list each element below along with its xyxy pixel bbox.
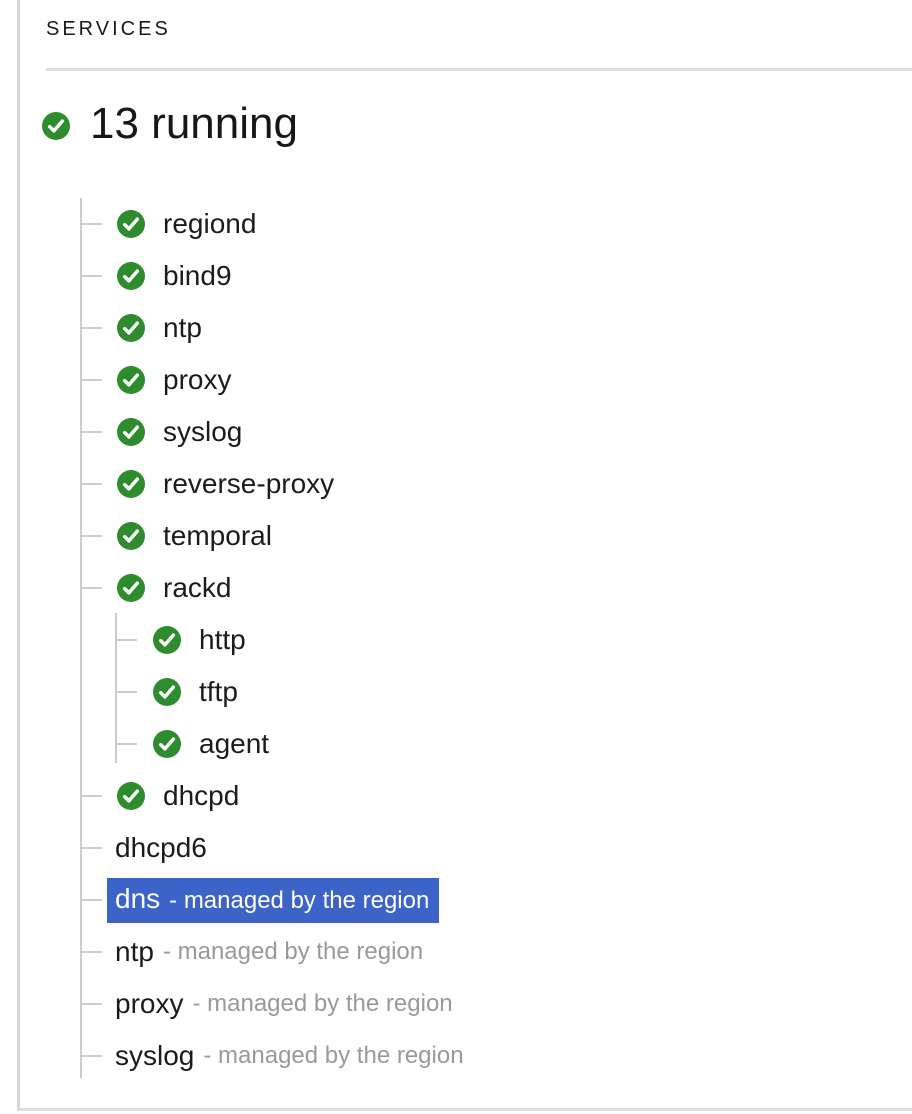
service-item-rackd: rackd <box>20 562 912 614</box>
success-check-icon <box>153 626 181 654</box>
service-item-syslog: syslog <box>20 406 912 458</box>
service-item-temporal: temporal <box>20 510 912 562</box>
service-name: ntp <box>163 312 202 343</box>
tree-tick <box>80 483 102 485</box>
services-summary: 13 running <box>42 102 298 150</box>
service-name: dhcpd <box>163 780 240 811</box>
success-check-icon <box>153 730 181 758</box>
tree-tick <box>80 587 102 589</box>
service-item-ntp-managed: ntp - managed by the region <box>20 926 912 978</box>
service-name: proxy <box>115 988 184 1019</box>
services-heading: SERVICES <box>46 18 171 40</box>
service-item-ntp: ntp <box>20 302 912 354</box>
service-name: dhcpd6 <box>115 832 207 863</box>
service-item-bind9: bind9 <box>20 250 912 302</box>
service-name: ntp <box>115 936 154 967</box>
tree-branch-line-level2 <box>115 613 117 763</box>
service-item-proxy: proxy <box>20 354 912 406</box>
service-name: rackd <box>163 572 232 603</box>
service-item-tftp: tftp <box>20 666 912 718</box>
success-check-icon <box>117 262 145 290</box>
success-check-icon <box>153 678 181 706</box>
service-item-agent: agent <box>20 718 912 770</box>
tree-tick <box>115 639 137 641</box>
service-item-dhcpd: dhcpd <box>20 770 912 822</box>
success-check-icon <box>117 574 145 602</box>
service-item-regiond: regiond <box>20 198 912 250</box>
service-name: agent <box>199 728 270 759</box>
text-selection-highlight: dns - managed by the region <box>107 877 440 923</box>
tree-tick <box>80 1003 102 1005</box>
tree-tick <box>80 223 102 225</box>
service-managed-note: - managed by the region <box>192 990 453 1017</box>
success-check-icon <box>117 470 145 498</box>
tree-tick <box>80 795 102 797</box>
tree-tick <box>80 431 102 433</box>
tree-tick <box>80 1055 102 1057</box>
success-check-icon <box>117 314 145 342</box>
running-count-label: 13 running <box>90 99 298 148</box>
services-tree: regiond bind9 ntp proxy syslog reverse-p… <box>20 198 912 1082</box>
service-name: http <box>199 624 246 655</box>
service-name: reverse-proxy <box>163 468 335 499</box>
service-name: tftp <box>199 676 238 707</box>
service-name: bind9 <box>163 260 232 291</box>
service-name: proxy <box>163 364 232 395</box>
service-item-syslog-managed: syslog - managed by the region <box>20 1030 912 1082</box>
tree-tick <box>80 275 102 277</box>
service-item-reverse-proxy: reverse-proxy <box>20 458 912 510</box>
heading-divider <box>46 68 912 71</box>
services-panel: SERVICES 13 running regiond bind9 ntp pr… <box>17 0 912 1111</box>
tree-tick <box>115 691 137 693</box>
success-check-icon <box>117 210 145 238</box>
tree-tick <box>80 951 102 953</box>
success-check-icon <box>42 112 70 140</box>
success-check-icon <box>117 366 145 394</box>
tree-tick <box>80 327 102 329</box>
tree-tick <box>80 379 102 381</box>
service-name: temporal <box>163 520 272 551</box>
service-managed-note: - managed by the region <box>169 886 430 914</box>
service-name: syslog <box>163 416 243 447</box>
tree-branch-line-level1 <box>80 198 82 1078</box>
tree-tick <box>80 899 102 901</box>
service-name: regiond <box>163 208 257 239</box>
service-name: dns <box>115 882 161 914</box>
tree-tick <box>115 743 137 745</box>
tree-tick <box>80 535 102 537</box>
service-managed-note: - managed by the region <box>203 1042 464 1069</box>
service-item-proxy-managed: proxy - managed by the region <box>20 978 912 1030</box>
success-check-icon <box>117 418 145 446</box>
service-item-http: http <box>20 614 912 666</box>
service-item-dns-managed: dns - managed by the region <box>20 874 912 926</box>
success-check-icon <box>117 522 145 550</box>
service-name: syslog <box>115 1040 195 1071</box>
service-managed-note: - managed by the region <box>162 938 424 965</box>
tree-tick <box>80 847 102 849</box>
service-item-dhcpd6: dhcpd6 <box>20 822 912 874</box>
success-check-icon <box>117 782 145 810</box>
